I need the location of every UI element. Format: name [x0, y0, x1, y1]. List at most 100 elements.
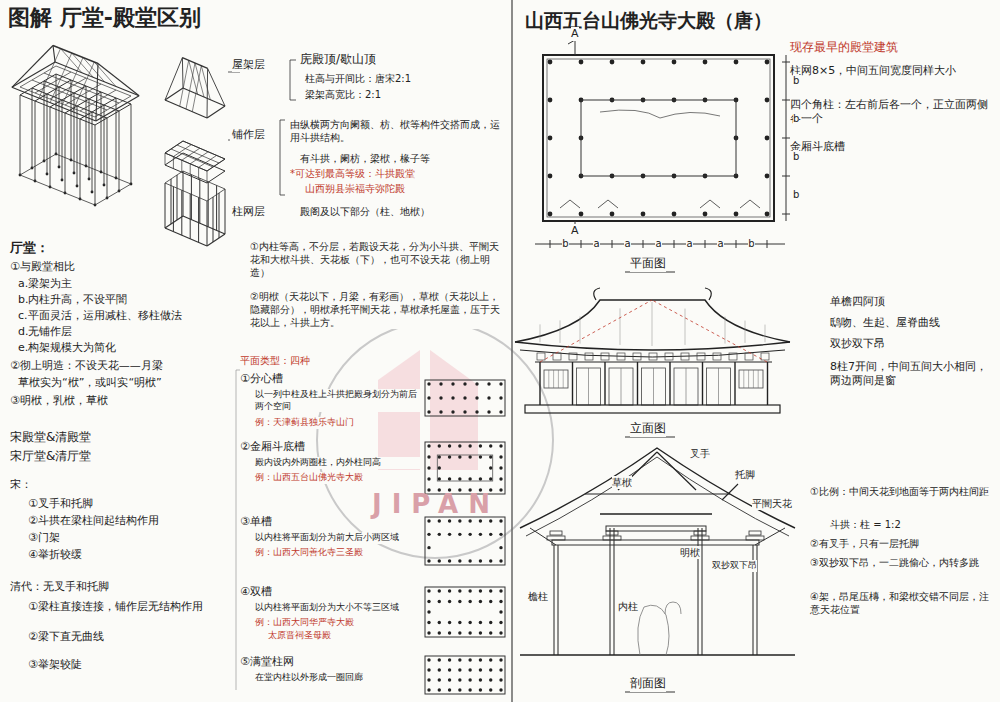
- plan-column: [463, 382, 466, 385]
- statue: [638, 605, 669, 655]
- cao-fu: [585, 493, 730, 494]
- annotation-text: ④双槽: [240, 585, 272, 599]
- window-bar: [563, 370, 564, 388]
- window-bar: [553, 370, 554, 388]
- annotation-text: A: [571, 27, 579, 41]
- annotation-text: 檐柱: [528, 590, 548, 603]
- frame-line: [94, 62, 116, 86]
- frame-line: [50, 53, 72, 103]
- plan-column: [499, 600, 502, 603]
- plan-column: [427, 396, 430, 399]
- plan-column: [489, 466, 492, 469]
- plan-column: [451, 396, 454, 399]
- annotation-text: A: [571, 224, 579, 238]
- frame-line: [96, 96, 139, 121]
- annotation-text: e.构架规模大为简化: [18, 341, 116, 355]
- bracket: [749, 531, 761, 535]
- annotation-text: 例：山西五台山佛光寺大殿: [255, 472, 363, 484]
- door-line: [588, 368, 589, 405]
- column: [572, 362, 573, 405]
- annotation-text: 以内柱将平面划分为前大后小两区域: [255, 532, 420, 544]
- plan-column: [468, 455, 471, 458]
- plan-column: [458, 688, 461, 691]
- plan-column: [499, 382, 502, 385]
- layer-line: [180, 60, 189, 106]
- layer-line: [165, 141, 183, 153]
- plan-column: [438, 600, 441, 603]
- layer-line: [165, 153, 166, 165]
- plan-column: [479, 678, 482, 681]
- frame-line: [20, 95, 21, 175]
- door-line: [653, 368, 654, 405]
- plan-column: [479, 631, 482, 634]
- layer-line: [219, 193, 220, 238]
- dimension-label: b: [793, 112, 799, 125]
- layer-line: [208, 68, 225, 106]
- plan-column: [479, 600, 482, 603]
- plan-column: [448, 589, 451, 592]
- roof-tile: [652, 302, 653, 346]
- plan-column: [499, 519, 502, 522]
- plan-column: [427, 559, 430, 562]
- door: [642, 368, 666, 405]
- plan-column: [489, 658, 492, 661]
- layer-line: [165, 171, 183, 183]
- door: [707, 368, 731, 405]
- layer-line: [182, 148, 200, 160]
- bracket-set: [665, 353, 673, 360]
- plan-column: [499, 610, 502, 613]
- plan-column: [427, 466, 430, 469]
- layer-line: [207, 201, 208, 246]
- proportion-line: [652, 300, 767, 362]
- plan-column: [439, 396, 442, 399]
- plan-column: [458, 631, 461, 634]
- annotation-text: ②明栿（天花以下，月梁，有彩画），草栿（天花以上，隐藏部分），明栿承托平闇天花，…: [250, 290, 505, 329]
- layer-line: [213, 197, 214, 242]
- annotation-text: 由纵横两方向阑额、枋、栿等构件交搭而成，运用斗拱结构。: [290, 118, 500, 144]
- dimension-label: b: [562, 237, 568, 250]
- plan-column: [438, 658, 441, 661]
- plan-column: [479, 444, 482, 447]
- layer-line: [207, 234, 225, 246]
- annotation-text: ③门架: [28, 531, 60, 545]
- bracket: [606, 531, 618, 535]
- plan-column: [458, 559, 461, 562]
- watermark-text: JIPAN: [372, 488, 500, 522]
- layer-line: [190, 152, 208, 164]
- plan-column: [765, 98, 770, 103]
- plan-column: [427, 477, 430, 480]
- roof-tile: [620, 308, 621, 345]
- column: [734, 362, 735, 405]
- layer-line: [183, 171, 225, 189]
- frame-line: [56, 154, 131, 184]
- dimension-tick: [782, 100, 790, 101]
- plan-column: [499, 396, 502, 399]
- annotation-text: ①梁柱直接连接，铺作层无结构作用: [28, 600, 233, 614]
- watermark-circle: [317, 322, 553, 558]
- plan-column: [438, 477, 441, 480]
- frame-line: [20, 175, 95, 205]
- bracket-set: [617, 353, 625, 360]
- frame-line: [98, 64, 139, 96]
- roof-tile: [765, 325, 766, 343]
- ceiling: [600, 513, 712, 515]
- layer-line: [207, 159, 225, 171]
- plan-column: [458, 533, 461, 536]
- plan-outline: [425, 380, 505, 416]
- frame-line: [65, 113, 66, 193]
- layer-line: [165, 141, 183, 153]
- annotation-text: 现存最早的殿堂建筑: [790, 40, 898, 56]
- roof-section: [526, 457, 789, 536]
- bracket: [547, 536, 565, 540]
- plan-column: [487, 382, 490, 385]
- frame-line: [131, 104, 132, 184]
- plan-column: [448, 444, 451, 447]
- plan-column: [499, 688, 502, 691]
- roof-tile: [685, 309, 686, 345]
- eave-column: [554, 545, 555, 655]
- bracket-set: [633, 353, 641, 360]
- window: [544, 370, 568, 388]
- page-divider: [511, 0, 513, 702]
- annotation-text: ②斗拱在梁柱间起结构作用: [28, 514, 159, 528]
- dimension-tick: [674, 240, 675, 248]
